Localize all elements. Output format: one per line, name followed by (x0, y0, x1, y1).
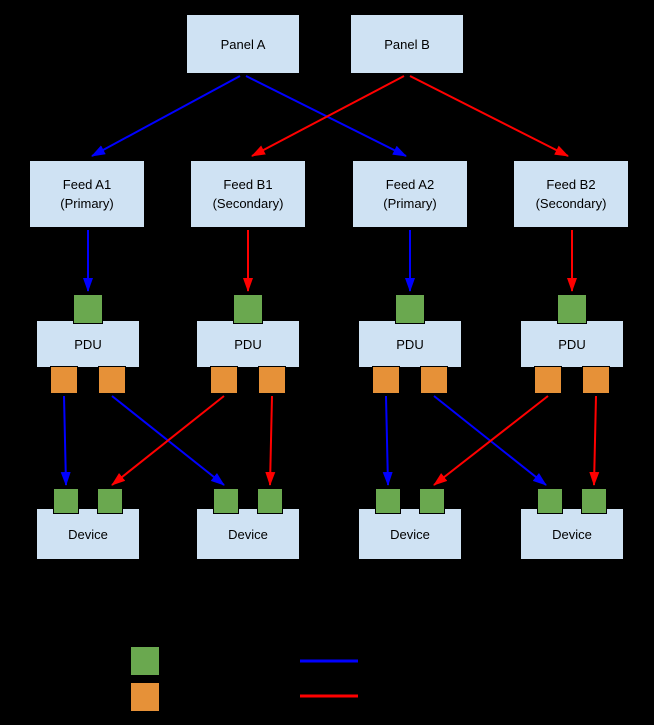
panel-b-label: Panel B (384, 36, 430, 52)
feed-b2-sublabel: (Secondary) (535, 196, 607, 211)
pdu-2-label: PDU (234, 336, 262, 352)
feed-b2-label: Feed B2 (546, 177, 596, 192)
panel-a-node: Panel A (186, 14, 300, 74)
device-2-node: Device (196, 508, 300, 560)
pdu-3-output-port-right (420, 366, 448, 394)
panel-b-node: Panel B (350, 14, 464, 74)
pdu-2-output-port-right (258, 366, 286, 394)
feed-a1-node: Feed A1 (Primary) (29, 160, 145, 228)
device-1-node: Device (36, 508, 140, 560)
arrow-pdu-3-to-device-3 (382, 395, 393, 486)
device-4-input-port-left (537, 488, 563, 514)
arrow-pdu-1-to-device-1 (60, 395, 71, 486)
arrow-pdu-3-to-device-4 (433, 395, 547, 486)
arrow-panel-a-to-feed-a1 (91, 75, 241, 157)
feed-a1-label: Feed A1 (62, 177, 112, 192)
device-2-input-port-left (213, 488, 239, 514)
feed-a2-label: Feed A2 (385, 177, 435, 192)
device-1-input-port-right (97, 488, 123, 514)
feed-a2-sublabel: (Primary) (383, 196, 437, 211)
pdu-2-input-port (233, 294, 263, 324)
pdu-1-output-port-left (50, 366, 78, 394)
pdu-3-label: PDU (396, 336, 424, 352)
arrow-pdu-2-to-device-2 (265, 395, 276, 486)
device-3-input-port-left (375, 488, 401, 514)
device-2-input-port-right (257, 488, 283, 514)
pdu-3-node: PDU (358, 320, 462, 368)
pdu-1-input-port (73, 294, 103, 324)
pdu-1-output-port-right (98, 366, 126, 394)
pdu-4-input-port (557, 294, 587, 324)
device-4-label: Device (552, 526, 592, 542)
device-2-label: Device (228, 526, 268, 542)
panel-a-label: Panel A (220, 36, 266, 52)
device-1-label: Device (68, 526, 108, 542)
device-3-input-port-right (419, 488, 445, 514)
device-4-input-port-right (581, 488, 607, 514)
device-3-node: Device (358, 508, 462, 560)
arrow-pdu-1-to-device-2 (111, 395, 225, 486)
device-1-input-port-left (53, 488, 79, 514)
pdu-1-node: PDU (36, 320, 140, 368)
feed-a2-node: Feed A2 (Primary) (352, 160, 468, 228)
device-4-node: Device (520, 508, 624, 560)
arrow-pdu-2-to-device-1 (111, 395, 225, 486)
feed-a1-sublabel: (Primary) (60, 196, 114, 211)
legend-orange-port-swatch (130, 682, 160, 712)
pdu-2-node: PDU (196, 320, 300, 368)
pdu-2-output-port-left (210, 366, 238, 394)
pdu-3-input-port (395, 294, 425, 324)
arrow-panel-b-to-feed-b1 (251, 75, 405, 157)
arrow-pdu-4-to-device-4 (589, 395, 600, 486)
pdu-4-output-port-left (534, 366, 562, 394)
feed-b1-label: Feed B1 (223, 177, 273, 192)
pdu-4-node: PDU (520, 320, 624, 368)
pdu-1-label: PDU (74, 336, 102, 352)
pdu-4-label: PDU (558, 336, 586, 352)
feed-b1-sublabel: (Secondary) (212, 196, 284, 211)
pdu-4-output-port-right (582, 366, 610, 394)
feed-b1-node: Feed B1 (Secondary) (190, 160, 306, 228)
legend-green-port-swatch (130, 646, 160, 676)
pdu-3-output-port-left (372, 366, 400, 394)
arrow-panel-b-to-feed-b2 (409, 75, 569, 157)
feed-b2-node: Feed B2 (Secondary) (513, 160, 629, 228)
device-3-label: Device (390, 526, 430, 542)
arrow-pdu-4-to-device-3 (433, 395, 549, 486)
arrow-panel-a-to-feed-a2 (245, 75, 407, 157)
